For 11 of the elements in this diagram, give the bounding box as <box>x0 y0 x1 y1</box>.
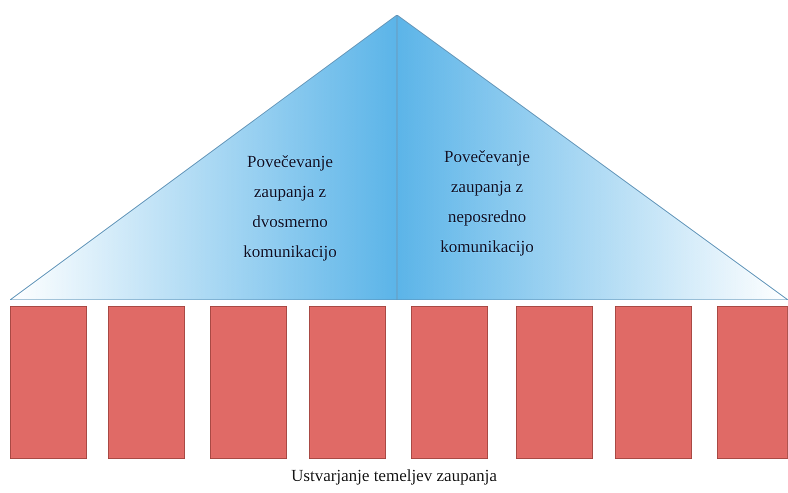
pillar-block <box>309 306 386 459</box>
roof-text: Povečevanje zaupanja z neposredno komunikacijo <box>439 146 535 258</box>
pillar-block <box>411 306 488 459</box>
base-caption: Ustvarjanje temeljev zaupanja <box>290 466 498 486</box>
pillar-block <box>108 306 185 459</box>
pillar-block <box>516 306 593 459</box>
pillar-block <box>210 306 287 459</box>
pillar-block <box>717 306 788 459</box>
pillar-block <box>10 306 87 459</box>
pillar-block <box>615 306 692 459</box>
roof-text: Povečevanje zaupanja z dvosmerno komunikacijo <box>242 151 338 263</box>
